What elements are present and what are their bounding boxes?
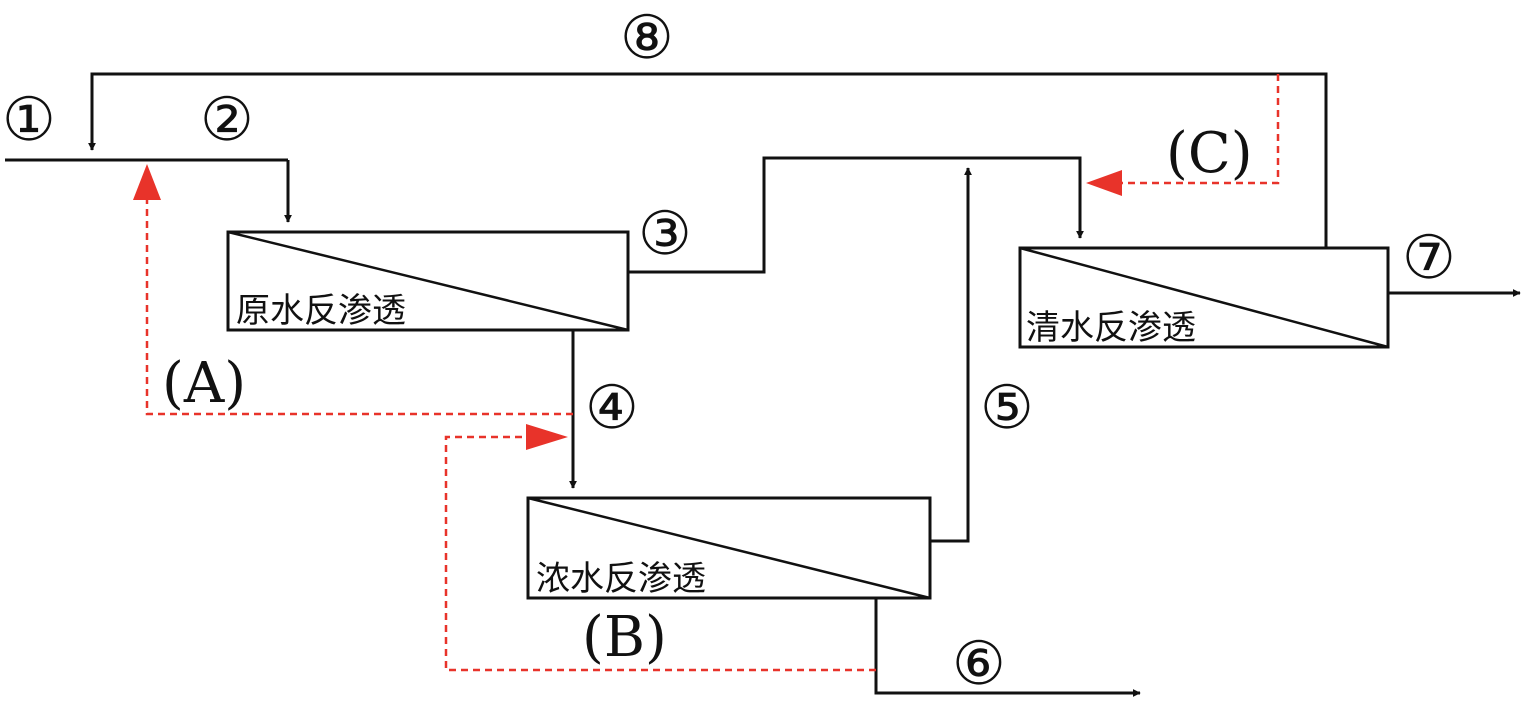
recycle-flows xyxy=(145,74,1280,672)
recycle-C-arrowhead xyxy=(1086,170,1122,196)
stream-7-label: ⑦ xyxy=(1402,223,1456,293)
clean-ro-unit: 清水反渗透 xyxy=(1018,246,1390,349)
stream-labels: ① ② ③ ④ ⑤ ⑥ ⑦ ⑧ xyxy=(2,3,1456,699)
stream-3-label: ③ xyxy=(638,199,692,269)
stream-6-line xyxy=(874,598,1141,697)
recycle-B-line xyxy=(444,435,876,672)
recycle-B-label: (B) xyxy=(582,605,667,670)
clean-ro-label: 清水反渗透 xyxy=(1026,308,1196,348)
stream-4-label: ④ xyxy=(585,373,639,443)
stream-6-label: ⑥ xyxy=(952,629,1006,699)
concentrate-ro-label: 浓水反渗透 xyxy=(536,559,706,599)
stream-1-label: ① xyxy=(2,85,56,155)
recycle-A-label: (A) xyxy=(162,351,246,416)
stream-3-line xyxy=(628,156,1084,274)
stream-8-line xyxy=(88,72,1328,248)
stream-8-label: ⑧ xyxy=(620,3,674,73)
stream-2-label: ② xyxy=(200,85,254,155)
concentrate-ro-unit: 浓水反渗透 xyxy=(526,496,932,600)
recycle-A-arrowhead xyxy=(133,164,161,200)
recycle-C-label: (C) xyxy=(1166,121,1253,186)
recycle-arrowheads xyxy=(133,164,1122,450)
raw-ro-label: 原水反渗透 xyxy=(236,291,406,331)
stream-5-label: ⑤ xyxy=(980,373,1034,443)
recycle-C-line xyxy=(1120,74,1280,185)
main-flows xyxy=(5,72,1521,697)
recycle-B-arrowhead xyxy=(526,424,568,450)
raw-ro-unit: 原水反渗透 xyxy=(226,230,630,332)
stream-5-line xyxy=(930,167,972,543)
recycle-A-line xyxy=(145,200,573,416)
recycle-labels: (A) (B) (C) xyxy=(162,121,1253,670)
